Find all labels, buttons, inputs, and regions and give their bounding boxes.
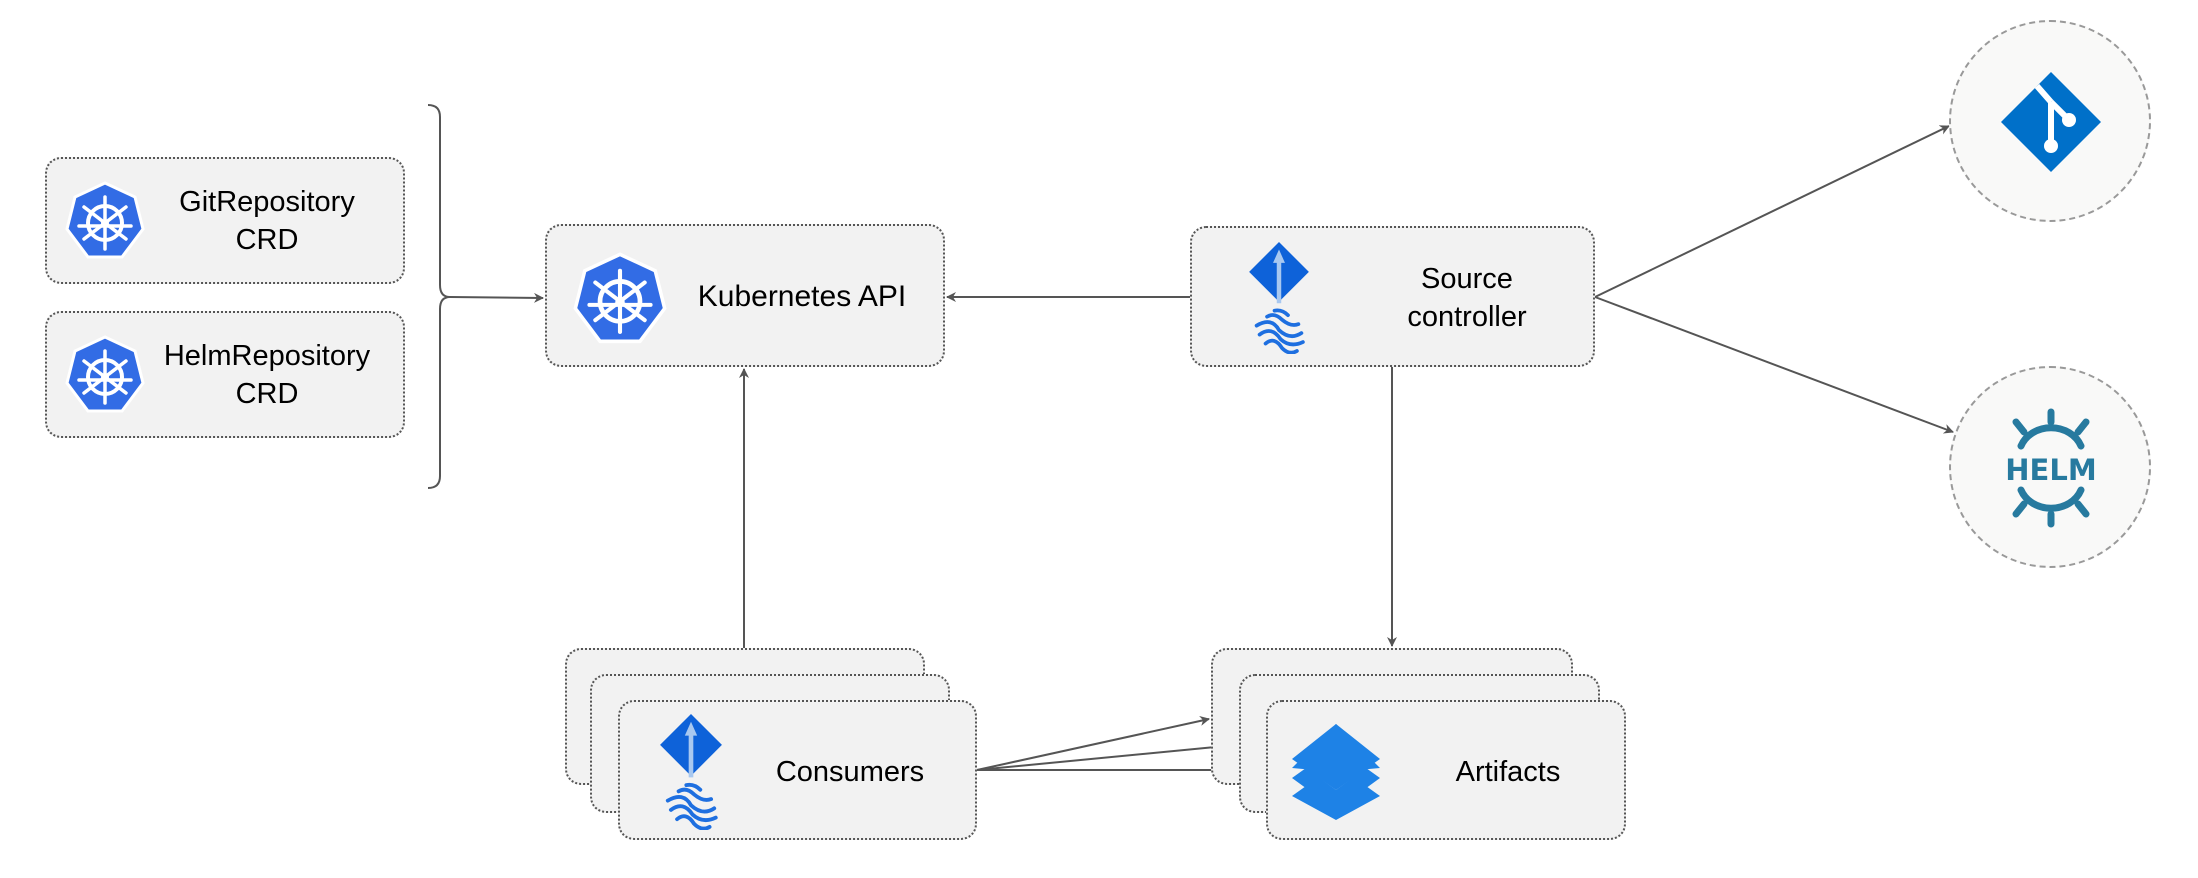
edge-consumers-to-artifacts-2 [976,740,1237,771]
node-label: CRD [235,378,299,410]
helm-repository-endpoint[interactable]: HELM [1949,366,2151,568]
node-label: HelmRepository [163,340,371,372]
kubernetes-api-node[interactable]: Kubernetes API [545,224,945,367]
flux-icon [658,714,724,830]
edge-consumers-to-artifacts-1 [976,716,1210,771]
helm-icon: HELM [2005,408,2097,528]
artifacts-node[interactable]: Artifacts [1266,700,1626,840]
helm-repository-crd-node[interactable]: HelmRepository CRD [45,311,405,438]
node-label: controller [1407,301,1527,333]
edge-crds-to-kube-api [449,292,544,303]
edge-source-to-helm [1594,296,1954,434]
git-icon [2001,72,2101,172]
git-repository-endpoint[interactable] [1949,20,2151,222]
kubernetes-icon [573,252,667,346]
node-label: Source [1421,263,1513,295]
kubernetes-icon [65,335,145,413]
kubernetes-icon [65,181,145,259]
edge-source-to-git [1594,125,1950,298]
node-label: GitRepository [179,186,355,218]
helm-logo-text: HELM [2005,453,2096,487]
node-label: Artifacts [1455,756,1561,788]
node-label: CRD [235,224,299,256]
node-label: Consumers [775,756,925,788]
source-controller-node[interactable]: Source controller [1190,226,1595,367]
crd-brace [427,104,451,489]
consumers-node[interactable]: Consumers [618,700,977,840]
layers-icon [1292,724,1380,820]
git-repository-crd-node[interactable]: GitRepository CRD [45,157,405,284]
flux-icon [1247,242,1311,354]
node-label: Kubernetes API [697,280,907,313]
